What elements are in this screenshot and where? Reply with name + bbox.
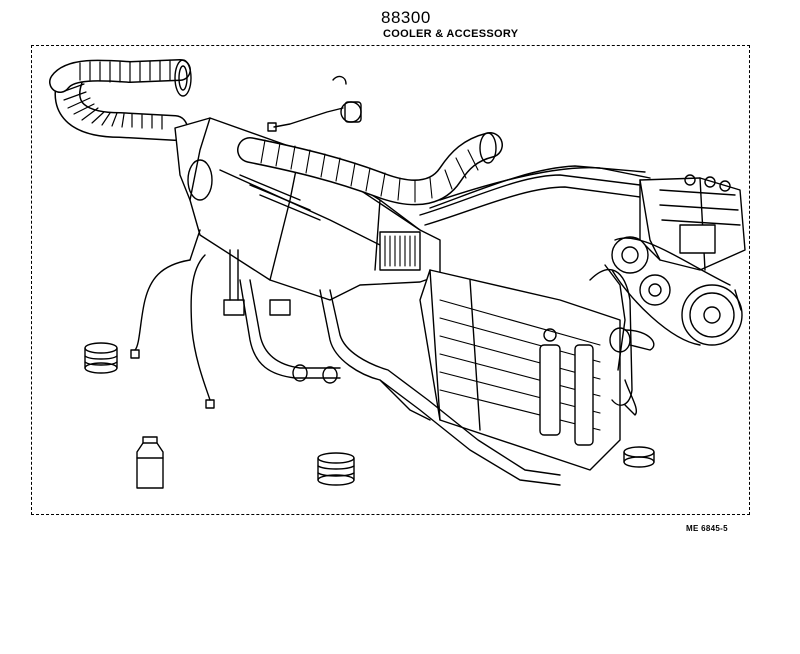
grommet-right — [623, 446, 655, 468]
upper-hose — [237, 132, 503, 206]
grommet-left — [84, 342, 118, 374]
pulley-belt — [611, 236, 743, 346]
refrigerant-can — [136, 436, 164, 489]
group-title: COOLER & ACCESSORY — [383, 28, 519, 40]
lower-piping — [223, 249, 561, 486]
part-number: 88300 — [381, 8, 431, 27]
refrigerant-lines — [419, 165, 651, 226]
cooling-fan — [604, 264, 655, 416]
compressor — [639, 174, 746, 271]
connector-clip — [267, 75, 362, 132]
grommet-center — [317, 452, 355, 486]
condenser — [419, 268, 633, 471]
wire-harness — [130, 229, 215, 409]
cooler-unit — [174, 117, 441, 301]
figure-code: ME 6845-5 — [686, 524, 728, 533]
duct-hose — [49, 59, 192, 141]
diagram-frame — [31, 45, 750, 515]
